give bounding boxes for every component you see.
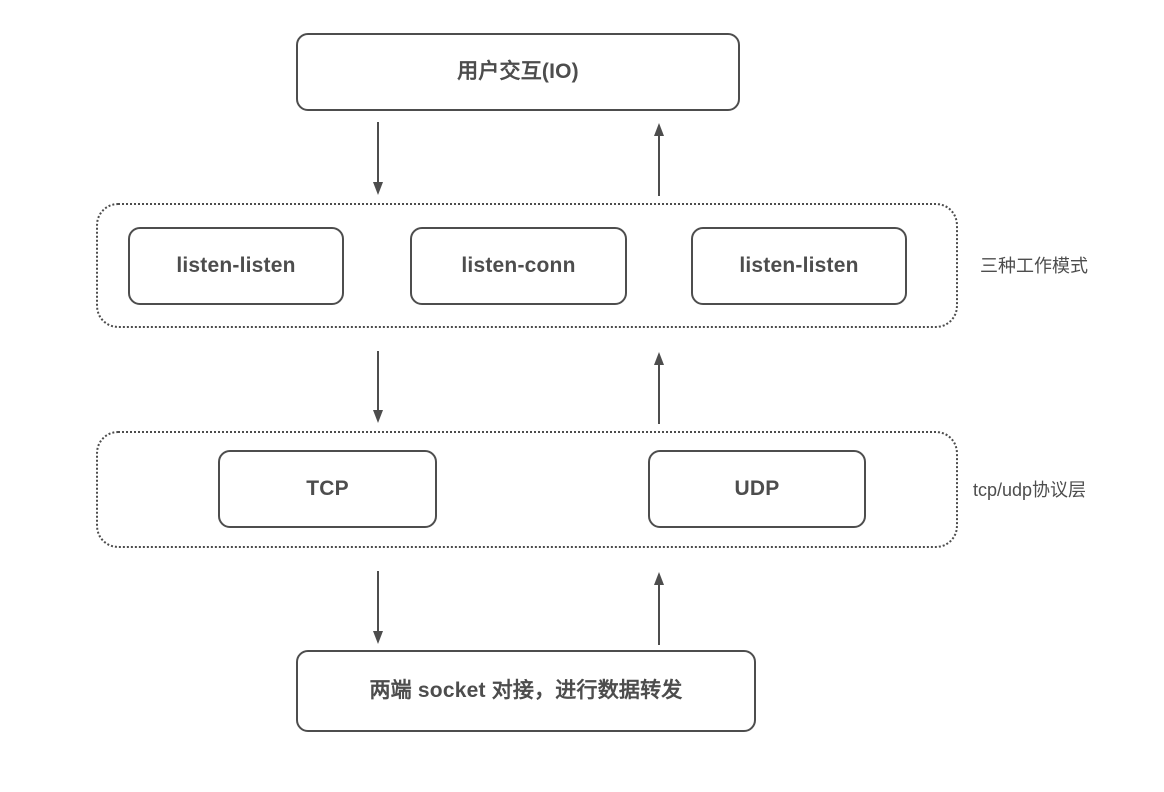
- node-tcp-label: TCP: [306, 477, 349, 501]
- arrow-protocol-to-modes: [651, 351, 667, 424]
- group-protocol-layer-label: tcp/udp协议层: [973, 480, 1087, 500]
- node-mode-listen-conn[interactable]: listen-conn: [410, 227, 627, 305]
- node-user-io[interactable]: 用户交互(IO): [296, 33, 740, 111]
- node-socket-forward[interactable]: 两端 socket 对接，进行数据转发: [296, 650, 756, 732]
- node-udp[interactable]: UDP: [648, 450, 866, 528]
- arrow-modes-to-protocol: [370, 351, 386, 424]
- node-user-io-label: 用户交互(IO): [457, 60, 579, 84]
- group-working-modes: [96, 203, 958, 328]
- node-mode-listen-listen-right[interactable]: listen-listen: [691, 227, 907, 305]
- group-working-modes-label: 三种工作模式: [980, 256, 1088, 276]
- node-mode-listen-conn-label: listen-conn: [461, 254, 576, 278]
- arrow-io-to-modes: [370, 122, 386, 196]
- node-udp-label: UDP: [734, 477, 780, 501]
- node-socket-forward-label: 两端 socket 对接，进行数据转发: [369, 679, 683, 703]
- arrow-modes-to-io: [651, 122, 667, 196]
- node-mode-listen-listen-left-label: listen-listen: [176, 254, 296, 278]
- arrow-protocol-to-socket: [370, 571, 386, 645]
- node-mode-listen-listen-left[interactable]: listen-listen: [128, 227, 344, 305]
- node-tcp[interactable]: TCP: [218, 450, 437, 528]
- node-mode-listen-listen-right-label: listen-listen: [739, 254, 859, 278]
- group-protocol-layer: [96, 431, 958, 548]
- arrow-socket-to-protocol: [651, 571, 667, 645]
